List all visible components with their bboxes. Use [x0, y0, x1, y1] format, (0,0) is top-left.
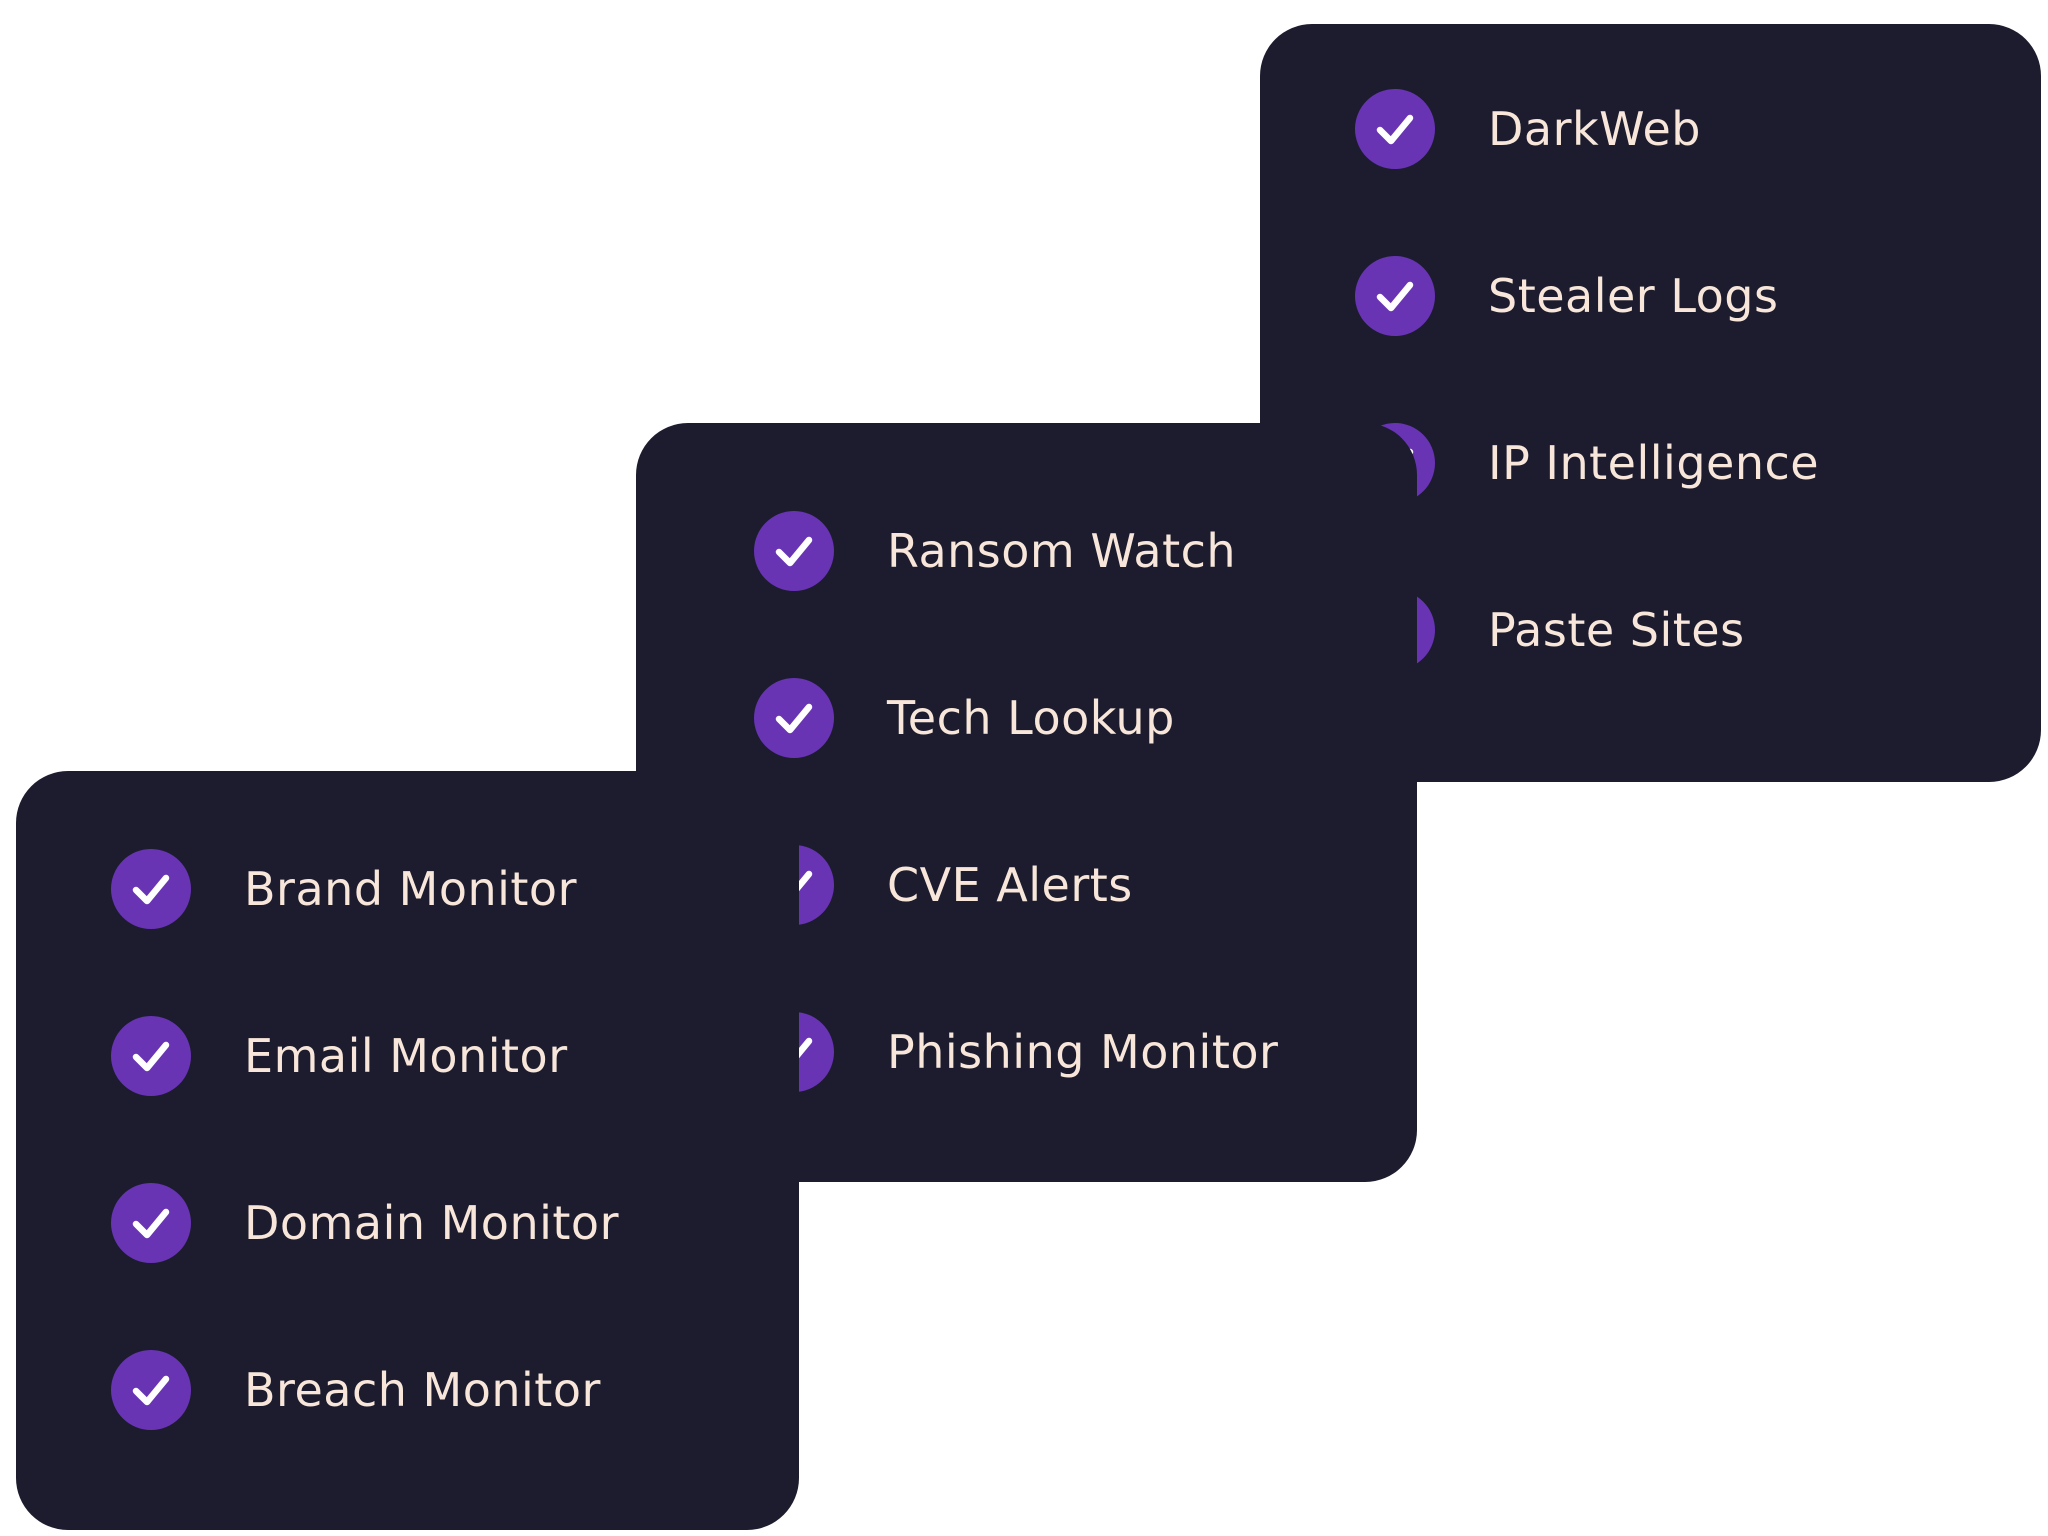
list-item: IP Intelligence — [1355, 423, 1819, 503]
feature-label: Tech Lookup — [887, 691, 1175, 745]
feature-label: Phishing Monitor — [887, 1025, 1279, 1079]
feature-label: Ransom Watch — [887, 524, 1237, 578]
list-item: Brand Monitor — [111, 849, 619, 929]
feature-card-bottom: Brand Monitor Email Monitor Domain Monit… — [16, 771, 799, 1530]
check-circle-icon — [754, 511, 834, 591]
check-circle-icon — [111, 1016, 191, 1096]
check-circle-icon — [1355, 89, 1435, 169]
list-item: Domain Monitor — [111, 1183, 619, 1263]
check-circle-icon — [754, 678, 834, 758]
check-circle-icon — [1355, 256, 1435, 336]
check-circle-icon — [111, 1350, 191, 1430]
feature-label: CVE Alerts — [887, 858, 1133, 912]
list-item: CVE Alerts — [754, 845, 1278, 925]
feature-label: Stealer Logs — [1488, 269, 1779, 323]
feature-label: DarkWeb — [1488, 102, 1701, 156]
list-item: Tech Lookup — [754, 678, 1278, 758]
list-item: Paste Sites — [1355, 590, 1819, 670]
check-circle-icon — [111, 1183, 191, 1263]
list-item: DarkWeb — [1355, 89, 1819, 169]
feature-label: Brand Monitor — [244, 862, 577, 916]
feature-list-top: DarkWeb Stealer Logs IP Intelligence Pas… — [1355, 89, 1819, 670]
list-item: Stealer Logs — [1355, 256, 1819, 336]
feature-label: Breach Monitor — [244, 1363, 601, 1417]
feature-label: Paste Sites — [1488, 603, 1745, 657]
feature-label: Email Monitor — [244, 1029, 568, 1083]
feature-list-bottom: Brand Monitor Email Monitor Domain Monit… — [111, 849, 619, 1430]
list-item: Email Monitor — [111, 1016, 619, 1096]
check-circle-icon — [111, 849, 191, 929]
list-item: Phishing Monitor — [754, 1012, 1278, 1092]
list-item: Ransom Watch — [754, 511, 1278, 591]
feature-list-middle: Ransom Watch Tech Lookup CVE Alerts Phis… — [754, 511, 1278, 1092]
feature-label: IP Intelligence — [1488, 436, 1820, 490]
list-item: Breach Monitor — [111, 1350, 619, 1430]
feature-label: Domain Monitor — [244, 1196, 619, 1250]
